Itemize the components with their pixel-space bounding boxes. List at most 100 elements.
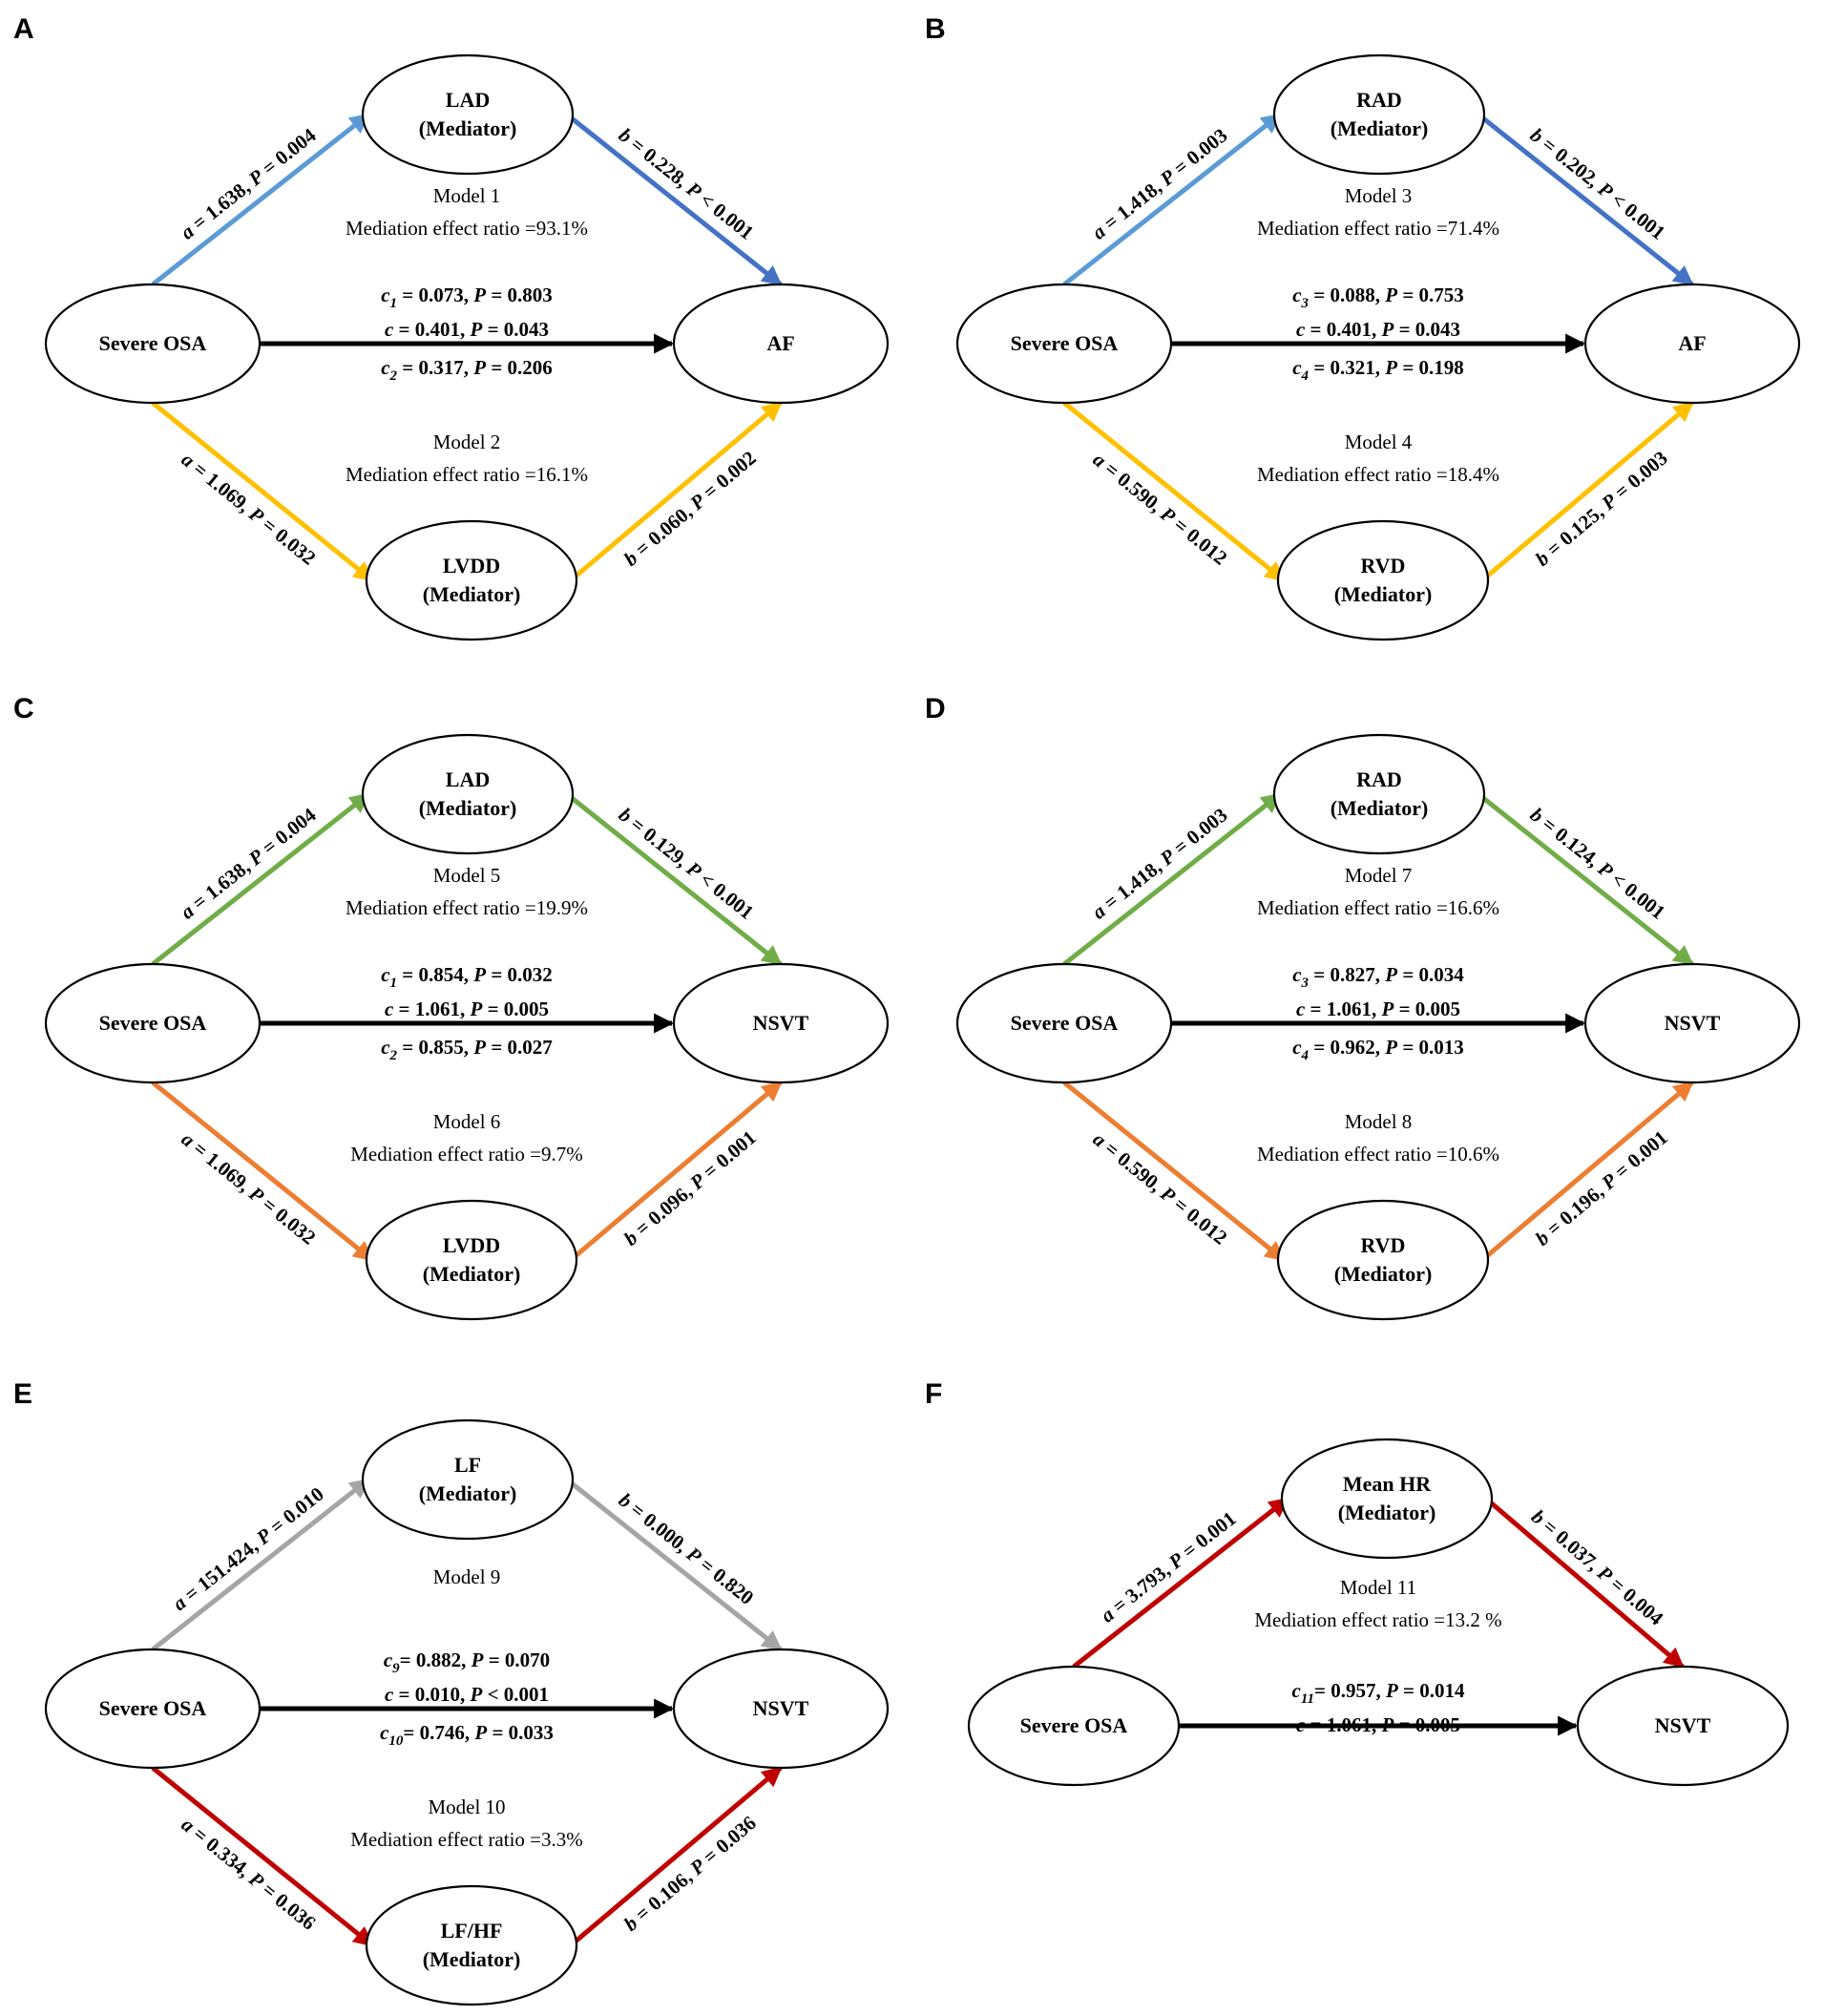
direct-effect-line-part: 4 <box>1301 1048 1310 1063</box>
direct-effect-line-part: = 0.827, <box>1309 963 1385 986</box>
path-b-upper-arrow <box>1484 1497 1685 1669</box>
direct-effect-line-part: = 0.005 <box>1393 1713 1460 1736</box>
direct-effect-line: c1 = 0.854, P = 0.032 <box>381 963 553 991</box>
path-a-lower-label-part: = 0.032 <box>254 510 320 570</box>
path-b-upper-arrow <box>565 1478 783 1651</box>
direct-effect-line-part: c <box>1292 963 1302 986</box>
model-lower-text: Model 6 <box>433 1110 501 1133</box>
direct-effect-line-part: = 0.014 <box>1398 1679 1465 1702</box>
path-a-upper-arrow <box>151 792 370 966</box>
path-b-lower-label: b = 0.125, P = 0.003 <box>1531 446 1672 570</box>
mediator-upper-label: Mean HR <box>1343 1472 1432 1496</box>
path-b-upper-label: b = 0.037, P = 0.004 <box>1527 1505 1668 1630</box>
direct-effect-line-part: = 0.027 <box>486 1036 553 1059</box>
path-a-lower-arrow <box>151 1081 374 1262</box>
path-b-upper-arrow <box>1477 792 1694 966</box>
model-upper-text: Model 11 <box>1340 1576 1416 1599</box>
path-a-upper-label-part: = 0.003 <box>1165 803 1232 862</box>
direct-effect-line: c = 0.401, P = 0.043 <box>1296 318 1460 341</box>
path-b-lower-arrow <box>569 1081 783 1262</box>
path-a-lower-label: a = 0.590, P = 0.012 <box>1089 1127 1232 1250</box>
model-upper-text: Model 1 <box>433 184 501 207</box>
direct-effect-line-part: = 0.401, <box>393 318 470 341</box>
model-upper-text: Model 7 <box>1345 864 1413 887</box>
path-b-upper-label-part: < 0.001 <box>692 185 759 244</box>
direct-effect-line-part: = 0.043 <box>1393 318 1460 341</box>
direct-effect-line-part: P <box>1381 998 1394 1020</box>
path-a-lower-label-part: = 0.590, <box>1097 1134 1170 1200</box>
direct-effect-line-part: c <box>380 1721 389 1744</box>
direct-effect-line-part: = 1.061, <box>1305 998 1381 1020</box>
direct-effect-line-part: c <box>381 284 390 306</box>
source-node <box>44 283 262 405</box>
direct-effect-line-part: c <box>1292 356 1302 379</box>
direct-effect-line: c10= 0.746, P = 0.033 <box>380 1721 554 1749</box>
direct-effect-line: c2 = 0.317, P = 0.206 <box>381 356 553 384</box>
direct-effect-line-part: P <box>1385 1679 1398 1702</box>
direct-effect-line: c11= 0.957, P = 0.014 <box>1291 1679 1465 1707</box>
direct-effect-line-part: = 0.005 <box>482 998 549 1020</box>
model-upper-text: Mediation effect ratio =19.9% <box>346 896 588 919</box>
mediator-lower-label: RVD <box>1361 554 1406 578</box>
path-b-upper-label: b = 0.124, P < 0.001 <box>1526 803 1670 924</box>
path-a-lower-arrow <box>1062 1081 1286 1262</box>
direct-effect-line-part: = 0.005 <box>1393 998 1460 1020</box>
path-a-upper-label: a = 1.418, P = 0.003 <box>1088 123 1232 243</box>
panel-letter: D <box>925 693 946 724</box>
direct-effect-line: c = 1.061, P = 0.005 <box>1296 1713 1460 1736</box>
direct-effect-line-part: = 0.043 <box>482 318 549 341</box>
path-a-upper-label: a = 1.638, P = 0.004 <box>177 123 321 243</box>
path-b-lower-arrow <box>1480 1081 1694 1262</box>
model-lower-text: Mediation effect ratio =10.6% <box>1257 1143 1499 1166</box>
mediator-node-upper <box>1272 53 1486 176</box>
model-lower-text: Mediation effect ratio =3.3% <box>350 1828 583 1851</box>
direct-effect-line-part: = 1.061, <box>393 998 470 1020</box>
direct-effect-line-part: = 0.855, <box>397 1036 473 1059</box>
path-b-lower-label-part: = 0.125, <box>1539 497 1612 564</box>
path-a-lower-label-part: = 0.590, <box>1097 454 1170 520</box>
model-lower-text: Model 2 <box>433 430 501 453</box>
direct-effect-line-part: = 0.803 <box>486 284 553 306</box>
mediator-node-lower <box>365 519 578 641</box>
panel-letter: E <box>13 1378 32 1410</box>
direct-effect-line-part: P <box>472 963 486 986</box>
direct-effect-line-part: c <box>384 1648 393 1671</box>
path-a-lower-label: a = 1.069, P = 0.032 <box>178 448 321 570</box>
path-a-upper-label-part: = 0.004 <box>254 123 321 182</box>
path-a-upper-label-part: = 0.001 <box>1174 1507 1241 1566</box>
direct-effect-line-part: P <box>473 1721 487 1744</box>
direct-effect-line-part: = 0.034 <box>1397 963 1464 986</box>
model-upper-text: Model 5 <box>433 864 501 887</box>
direct-effect-line-part: 1 <box>390 296 398 311</box>
direct-effect-line: c3 = 0.827, P = 0.034 <box>1292 963 1464 991</box>
path-b-lower-arrow <box>569 1766 783 1947</box>
model-lower-text: Mediation effect ratio =18.4% <box>1257 463 1499 486</box>
path-a-lower-label-part: = 0.032 <box>254 1189 320 1250</box>
direct-effect-line-part: 4 <box>1301 368 1310 384</box>
direct-effect-line-part: c <box>1291 1679 1301 1702</box>
path-b-lower-label-part: = 0.003 <box>1606 446 1672 506</box>
direct-effect-line-part: = 0.013 <box>1397 1036 1464 1059</box>
model-upper-text: Model 3 <box>1345 184 1413 207</box>
path-b-lower-label-part: = 0.001 <box>695 1125 761 1186</box>
model-upper-text: Model 9 <box>433 1565 501 1588</box>
direct-effect-line-part: 10 <box>388 1733 404 1749</box>
direct-effect-line-part: c <box>381 356 390 379</box>
direct-effect-line-part: c <box>1296 1713 1306 1736</box>
direct-effect-line-part: c <box>381 1036 390 1059</box>
source-node <box>967 1665 1181 1787</box>
model-upper-text: Mediation effect ratio =13.2 % <box>1254 1608 1501 1631</box>
direct-effect-line-part: P <box>472 1036 486 1059</box>
path-b-lower-label: b = 0.196, P = 0.001 <box>1531 1125 1672 1250</box>
direct-effect-line-part: = 0.854, <box>397 963 473 986</box>
mediator-lower-label: (Mediator) <box>423 1947 521 1971</box>
path-a-lower-label: a = 0.334, P = 0.036 <box>178 1813 321 1935</box>
mediator-lower-label: LVDD <box>443 1233 500 1257</box>
source-node <box>44 1648 262 1770</box>
direct-effect-line-part: = 0.073, <box>397 284 473 306</box>
model-lower-text: Mediation effect ratio =16.1% <box>346 463 588 486</box>
source-node <box>955 962 1173 1084</box>
